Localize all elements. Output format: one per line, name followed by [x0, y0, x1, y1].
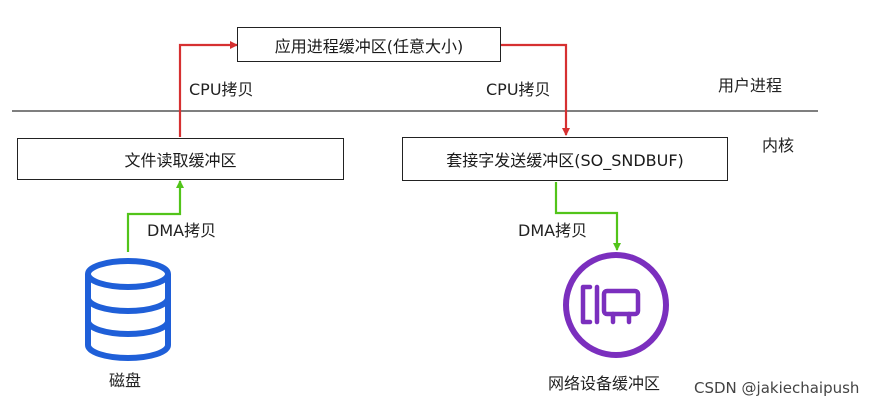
app-buffer-box: 应用进程缓冲区(任意大小) [237, 27, 501, 62]
dma-copy-arrow-down [554, 182, 621, 251]
database-icon [85, 258, 171, 361]
nic-buffer-label: 网络设备缓冲区 [548, 374, 661, 393]
dma-copy-label-right: DMA拷贝 [518, 221, 588, 240]
dma-copy-arrow-up [126, 180, 184, 252]
file-buffer-box: 文件读取缓冲区 [17, 138, 344, 180]
socket-buffer-box: 套接字发送缓冲区(SO_SNDBUF) [402, 137, 728, 181]
disk-label: 磁盘 [109, 371, 142, 390]
watermark: CSDN @jakiechaipush [694, 379, 860, 397]
cpu-copy-label-right: CPU拷贝 [486, 80, 551, 99]
network-card-icon [563, 252, 669, 358]
kernel-label: 内核 [762, 136, 795, 155]
user-process-label: 用户进程 [718, 76, 783, 95]
cpu-copy-arrow-up [178, 41, 238, 137]
cpu-copy-arrow-down [501, 43, 570, 136]
cpu-copy-label-left: CPU拷贝 [189, 80, 254, 99]
dma-copy-label-left: DMA拷贝 [147, 221, 217, 240]
